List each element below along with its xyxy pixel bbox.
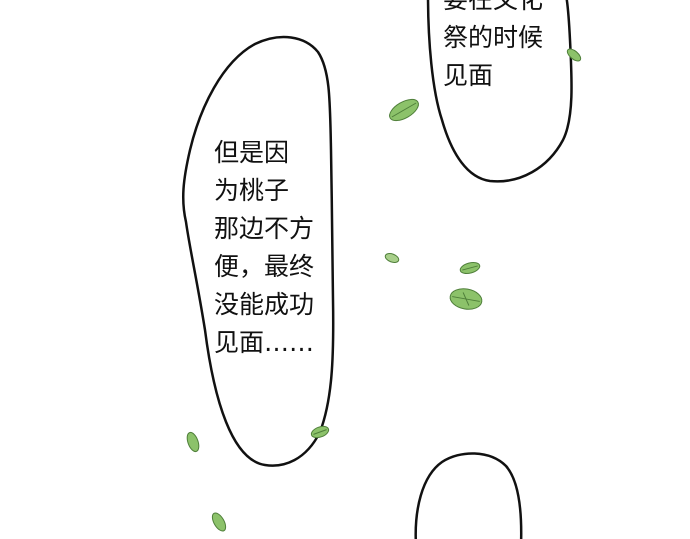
leaf-icon-1 xyxy=(389,98,419,122)
leaf-icon-5 xyxy=(449,288,483,310)
leaf-icon-7 xyxy=(310,425,330,439)
speech-bubble-bottom xyxy=(414,452,523,539)
speech-line: 要在文化 xyxy=(443,0,543,19)
speech-line: 便，最终 xyxy=(214,252,315,281)
speech-line: 祭的时候 xyxy=(443,23,544,52)
speech-line: 没能成功 xyxy=(214,290,315,319)
speech-bubble-right xyxy=(426,0,573,183)
speech-line: 为桃子 xyxy=(214,176,290,205)
speech-text-right: 要在文化 祭的时候 见面 xyxy=(443,0,543,95)
leaf-icon-8 xyxy=(211,512,227,532)
speech-bubble-left xyxy=(182,35,335,467)
leaf-icon-3 xyxy=(384,253,400,263)
speech-line: 见面…… xyxy=(214,328,315,357)
speech-line: 但是因 xyxy=(214,138,290,167)
leaf-icon-4 xyxy=(459,262,481,274)
speech-line: 见面 xyxy=(443,61,494,90)
speech-text-left: 但是因 为桃子 那边不方 便，最终 没能成功 见面…… xyxy=(214,134,314,362)
leaf-icon-6 xyxy=(186,431,200,453)
speech-line: 那边不方 xyxy=(214,214,315,243)
leaf-icon-2 xyxy=(566,48,582,62)
